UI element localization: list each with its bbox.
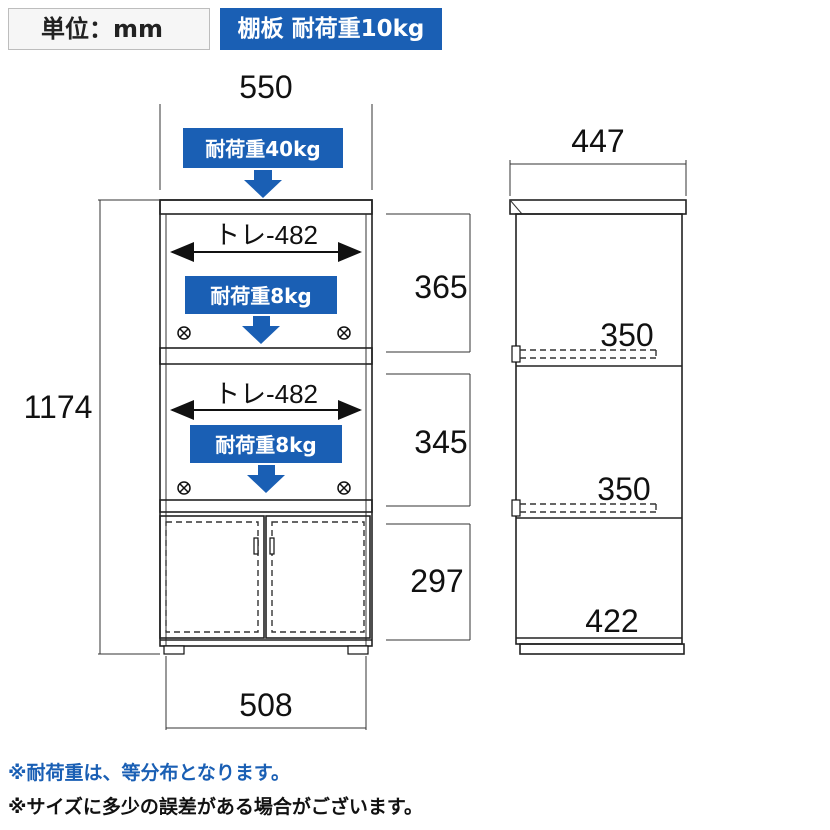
door-handle-icon <box>269 537 275 555</box>
upper-load-label: 耐荷重8kg <box>210 284 312 308</box>
total-height-label: 1174 <box>24 389 93 425</box>
middle-section-height: 345 <box>414 424 467 460</box>
front-view: 550 耐荷重40kg トレ-482 耐荷重8kg トレ-482 耐荷重8kg <box>24 69 471 730</box>
bottom-width-label: 508 <box>239 687 292 723</box>
caster-icon <box>337 481 351 495</box>
bottom-depth-label: 422 <box>585 603 638 639</box>
down-arrow-icon <box>247 465 285 493</box>
lower-tray-label: トレ-482 <box>214 379 318 409</box>
side-view: 447 350 350 422 <box>509 123 687 655</box>
lower-section-height: 297 <box>410 563 463 599</box>
unit-label: 単位：mm <box>8 8 210 50</box>
down-arrow-icon <box>242 316 280 344</box>
caster-icon <box>337 326 351 340</box>
lower-load-label: 耐荷重8kg <box>215 433 317 457</box>
top-load-badge <box>183 128 343 168</box>
depth-label: 447 <box>571 123 624 159</box>
upper-section-height: 365 <box>414 269 467 305</box>
caster-icon <box>177 481 191 495</box>
top-load-label: 耐荷重40kg <box>205 137 320 161</box>
upper-load-badge <box>185 276 337 314</box>
upper-shelf-depth: 350 <box>600 317 653 353</box>
shelf-load-badge: 棚板 耐荷重10kg <box>220 8 442 50</box>
top-width-label: 550 <box>239 69 292 105</box>
upper-tray-label: トレ-482 <box>214 220 318 250</box>
caster-icon <box>177 326 191 340</box>
lower-load-badge <box>190 425 342 463</box>
load-note: ※耐荷重は、等分布となります。 <box>8 762 291 784</box>
lower-shelf-depth: 350 <box>597 471 650 507</box>
tolerance-note: ※サイズに多少の誤差がある場合がございます。 <box>8 796 424 818</box>
down-arrow-icon <box>244 170 282 198</box>
door-handle-icon <box>253 537 259 555</box>
